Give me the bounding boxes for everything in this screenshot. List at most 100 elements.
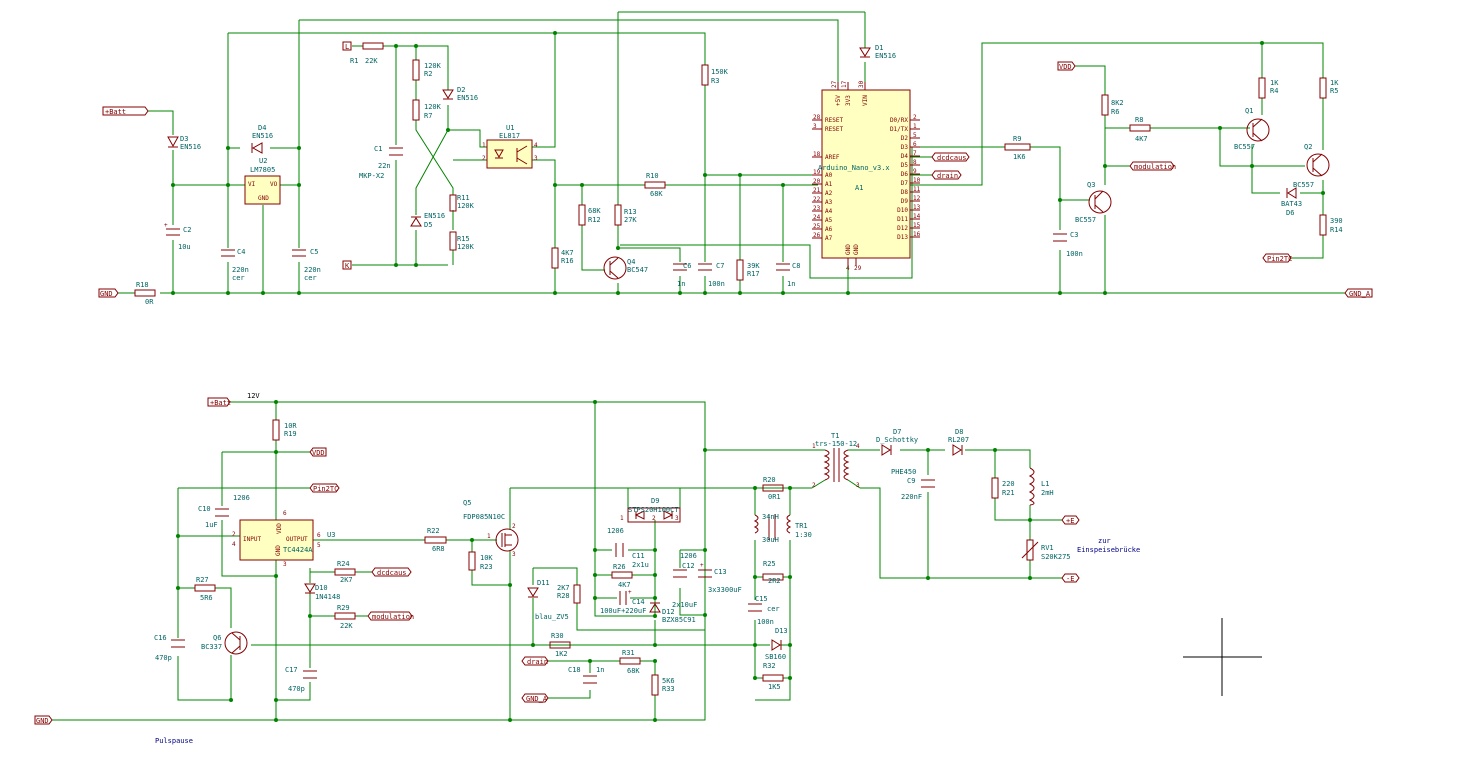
component-R20[interactable]: R20 0R1 <box>762 476 784 501</box>
R4-ref: R4 <box>1270 87 1278 95</box>
component-R18[interactable]: R18 0R <box>134 281 156 306</box>
component-R9[interactable]: R9 1K6 <box>1004 135 1031 161</box>
U2-ref: U2 <box>259 157 267 165</box>
A1-pin-label: VIN <box>862 95 869 106</box>
component-A1[interactable]: A1 Arduino_Nano_v3.x RESET28RESET3AREF18… <box>812 80 921 272</box>
component-D12[interactable]: D12 BZX85C91 <box>649 602 696 624</box>
component-C5[interactable]: C5 220n cer <box>292 248 321 282</box>
component-R19[interactable]: R19 10R <box>272 419 297 441</box>
component-C18[interactable]: C18 1n <box>568 666 604 684</box>
component-T1[interactable]: 1 2 4 3 T1 trs-150-12 <box>811 432 861 489</box>
component-R8[interactable]: R8 4K7 <box>1129 116 1151 143</box>
R22-val: 6R8 <box>432 545 445 553</box>
component-D1[interactable]: D1 EN516 <box>859 44 896 60</box>
component-R11[interactable]: R11 120K <box>449 194 475 212</box>
component-R5[interactable]: R5 1K <box>1319 77 1339 99</box>
component-D8[interactable]: D8 RL207 <box>948 428 969 456</box>
component-Q5[interactable]: 1 2 3 Q5 FDP085N10C <box>463 499 519 558</box>
component-R2[interactable]: R2 120K <box>412 59 442 81</box>
component-C11[interactable]: C11 2x1u 1206 <box>607 527 649 569</box>
component-C17[interactable]: C17 470p <box>285 666 317 693</box>
R29-val: 22K <box>340 622 353 630</box>
component-D9[interactable]: 1 2 3 D9 STPS20H100CT <box>620 497 681 523</box>
svg-text:GND_A: GND_A <box>1349 290 1371 298</box>
component-Q4[interactable]: Q4 BC547 <box>603 256 648 280</box>
component-R29[interactable]: R29 22K <box>334 604 356 630</box>
Q5-val: FDP085N10C <box>463 513 505 521</box>
component-R10[interactable]: R10 68K <box>644 172 666 198</box>
component-R1[interactable]: R1 22K <box>350 42 384 65</box>
component-Q2[interactable]: Q2 BC557 <box>1293 143 1330 189</box>
component-R33[interactable]: R33 5K6 <box>651 674 675 696</box>
component-R24[interactable]: R24 2K7 <box>334 560 356 584</box>
component-R6[interactable]: R6 8K2 <box>1101 94 1124 116</box>
component-R17[interactable]: R17 39K <box>736 259 760 281</box>
component-U2[interactable]: VI VO GND U2 LM7805 <box>244 157 281 205</box>
D12-val: BZX85C91 <box>662 616 696 624</box>
component-C3[interactable]: C3 100n <box>1053 231 1083 258</box>
C1-val: 22n <box>378 162 391 170</box>
component-U1[interactable]: 1 2 4 3 U1 EL817 <box>482 124 538 169</box>
component-R15[interactable]: R15 120K <box>449 231 475 251</box>
component-R12[interactable]: R12 68K <box>578 204 601 226</box>
component-R16[interactable]: R16 4K7 <box>551 247 574 269</box>
component-L1[interactable]: L1 2mH <box>1028 467 1054 506</box>
R20-val: 0R1 <box>768 493 781 501</box>
R5-ref: R5 <box>1330 87 1338 95</box>
component-R13[interactable]: R13 27K <box>614 204 637 226</box>
component-R7[interactable]: R7 120K <box>412 99 442 121</box>
component-C8[interactable]: C8 1n <box>776 262 800 288</box>
component-R25[interactable]: R25 2R2 <box>762 560 784 585</box>
component-R4[interactable]: R4 1K <box>1258 77 1279 99</box>
component-R32[interactable]: R32 1K5 <box>762 662 784 691</box>
component-TR1[interactable]: TR1 1:30 34nH 30uH <box>753 513 812 544</box>
component-D7[interactable]: D7 D_Schottky <box>876 428 918 456</box>
component-R14[interactable]: R14 390 <box>1319 214 1343 236</box>
component-C7[interactable]: C7 100n <box>698 262 725 288</box>
component-R3[interactable]: R3 150K <box>701 64 729 86</box>
RV1-val: S20K275 <box>1041 553 1071 561</box>
component-D2[interactable]: D2 EN516 <box>442 86 478 102</box>
component-R28[interactable]: R28 2K7 <box>557 584 581 604</box>
R7-val: 120K <box>424 103 442 111</box>
C13-val: 3x3300uF <box>708 586 742 594</box>
component-D11[interactable]: D11 blau_ZV5 <box>527 579 569 621</box>
component-Q6[interactable]: Q6 BC337 <box>201 631 248 655</box>
A1-pin-label: A3 <box>825 199 833 206</box>
component-C16[interactable]: C16 470p <box>154 634 185 662</box>
component-C12[interactable]: C12 2x10uF 1206 <box>672 552 697 609</box>
component-D5[interactable]: D5 EN516 <box>410 212 445 229</box>
component-C2[interactable]: + C2 10u <box>164 222 191 251</box>
component-R27[interactable]: R27 5R6 <box>194 576 216 602</box>
component-D10[interactable]: D10 1N4148 <box>304 583 340 601</box>
component-R30[interactable]: R30 1K2 <box>549 632 571 658</box>
A1-pin-label: D12 <box>897 225 908 232</box>
component-C1[interactable]: C1 22n MKP-X2 <box>359 145 403 180</box>
component-R31[interactable]: R31 68K <box>619 649 641 675</box>
component-RV1[interactable]: RV1 S20K275 <box>1021 539 1071 561</box>
component-D3[interactable]: D3 EN516 <box>167 135 201 151</box>
A1-pin-num: 16 <box>913 231 921 238</box>
component-Q3[interactable]: Q3 BC557 <box>1075 181 1112 224</box>
component-C6[interactable]: C6 1n <box>673 262 691 288</box>
R31-val: 68K <box>627 667 640 675</box>
component-R23[interactable]: R23 10K <box>468 551 493 571</box>
component-D6[interactable]: D6 BAT43 <box>1281 187 1302 217</box>
component-R22[interactable]: R22 6R8 <box>424 527 447 553</box>
component-C13[interactable]: + C13 3x3300uF <box>698 562 742 594</box>
component-Q1[interactable]: Q1 BC557 <box>1234 107 1270 151</box>
component-C4[interactable]: C4 220n cer <box>221 248 249 282</box>
component-C10[interactable]: C10 1uF 1206 <box>198 494 250 529</box>
component-R21[interactable]: R21 220 <box>991 477 1015 499</box>
component-C15[interactable]: C15 100n cer <box>748 595 780 626</box>
component-C14[interactable]: + C14 100uF+220uF <box>600 589 646 615</box>
component-U3[interactable]: INPUT OUTPUT VDD GND U3 TC4424A 2 4 6 5 … <box>232 510 335 568</box>
A1-pin-label: A0 <box>825 172 833 179</box>
component-D4[interactable]: D4 EN516 <box>251 124 273 154</box>
component-D13[interactable]: D13 SB160 <box>765 627 788 661</box>
D12-ref: D12 <box>662 608 675 616</box>
component-R26[interactable]: R26 4K7 <box>611 563 633 589</box>
component-C9[interactable]: C9 220nF PHE450 <box>891 468 935 501</box>
A1-pin-num: 1 <box>913 123 917 130</box>
svg-text:dcdcaus: dcdcaus <box>937 154 967 162</box>
